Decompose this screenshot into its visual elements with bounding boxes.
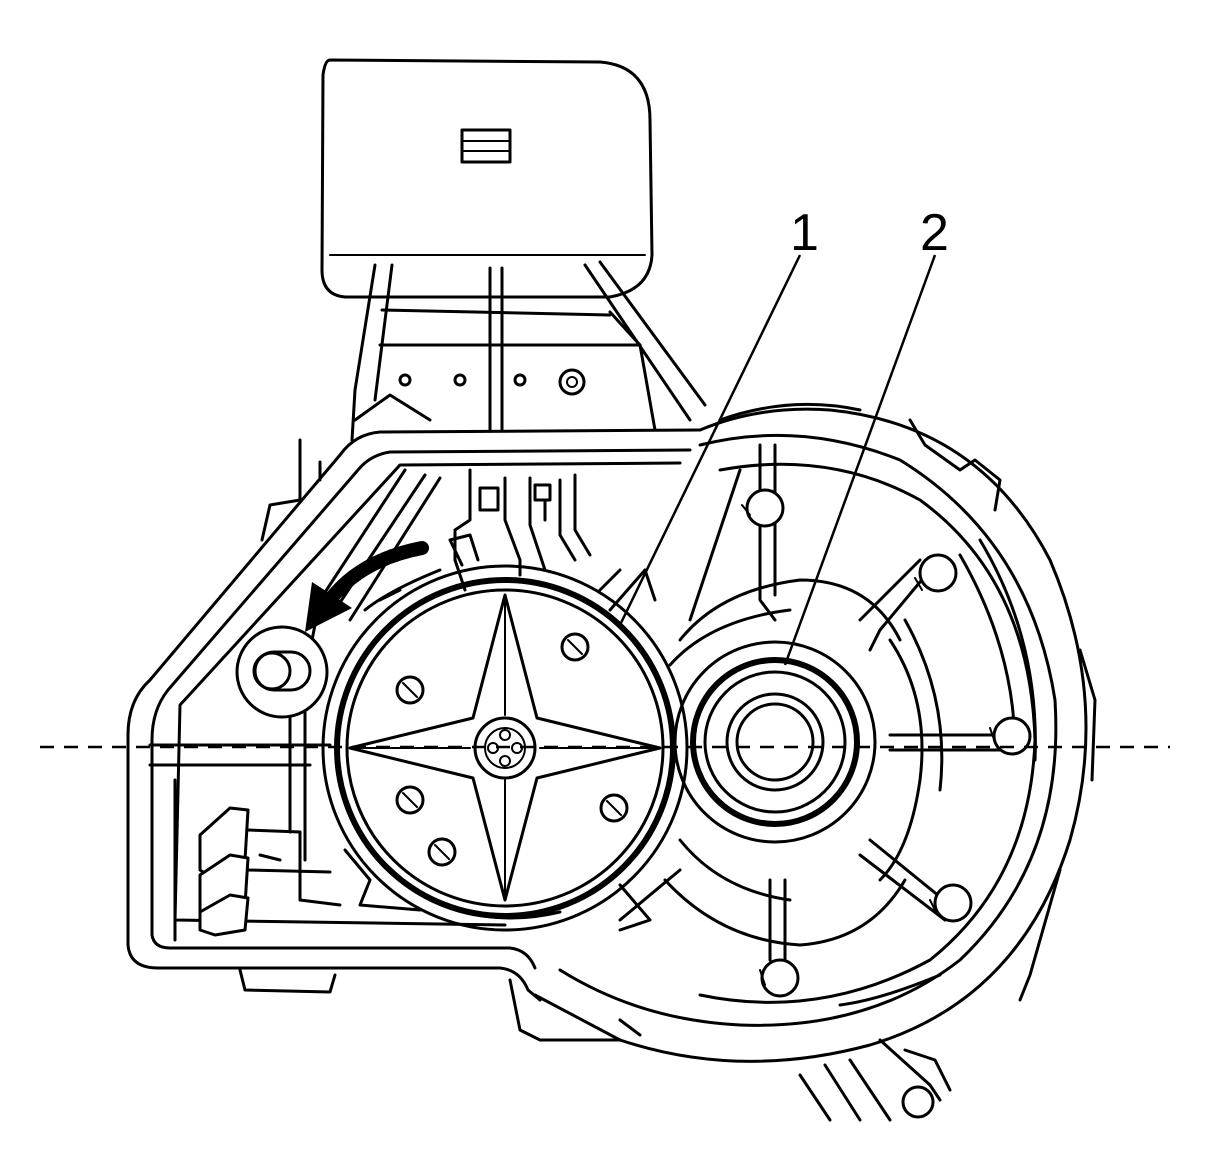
spoke-knob — [760, 958, 800, 998]
rotation-arrow — [305, 541, 442, 632]
housing-body — [126, 428, 702, 1002]
shaft-hub — [673, 640, 877, 844]
callout-1: 1 — [790, 204, 819, 262]
rivet — [513, 373, 527, 387]
impeller-housing — [533, 402, 1097, 1063]
spoke-knob — [745, 488, 785, 528]
actuator-disc — [321, 533, 689, 932]
lower-brackets — [508, 978, 952, 1122]
impeller-spokes — [618, 443, 1032, 998]
spoke-knob — [918, 553, 958, 593]
locking-pin — [235, 625, 329, 719]
harness-bracket — [350, 260, 707, 442]
terminal-strips — [453, 468, 622, 592]
spoke-knob — [933, 883, 973, 923]
rivet — [453, 373, 467, 387]
callout-leaders — [618, 254, 937, 666]
spoke-knob — [992, 716, 1032, 756]
terminal-clips — [198, 688, 342, 937]
bracket-knob — [901, 1085, 935, 1119]
screw-head — [558, 368, 586, 396]
callout-2: 2 — [920, 204, 949, 262]
connector-latch — [460, 128, 512, 164]
rivet — [398, 373, 412, 387]
connector-plug — [320, 58, 654, 299]
